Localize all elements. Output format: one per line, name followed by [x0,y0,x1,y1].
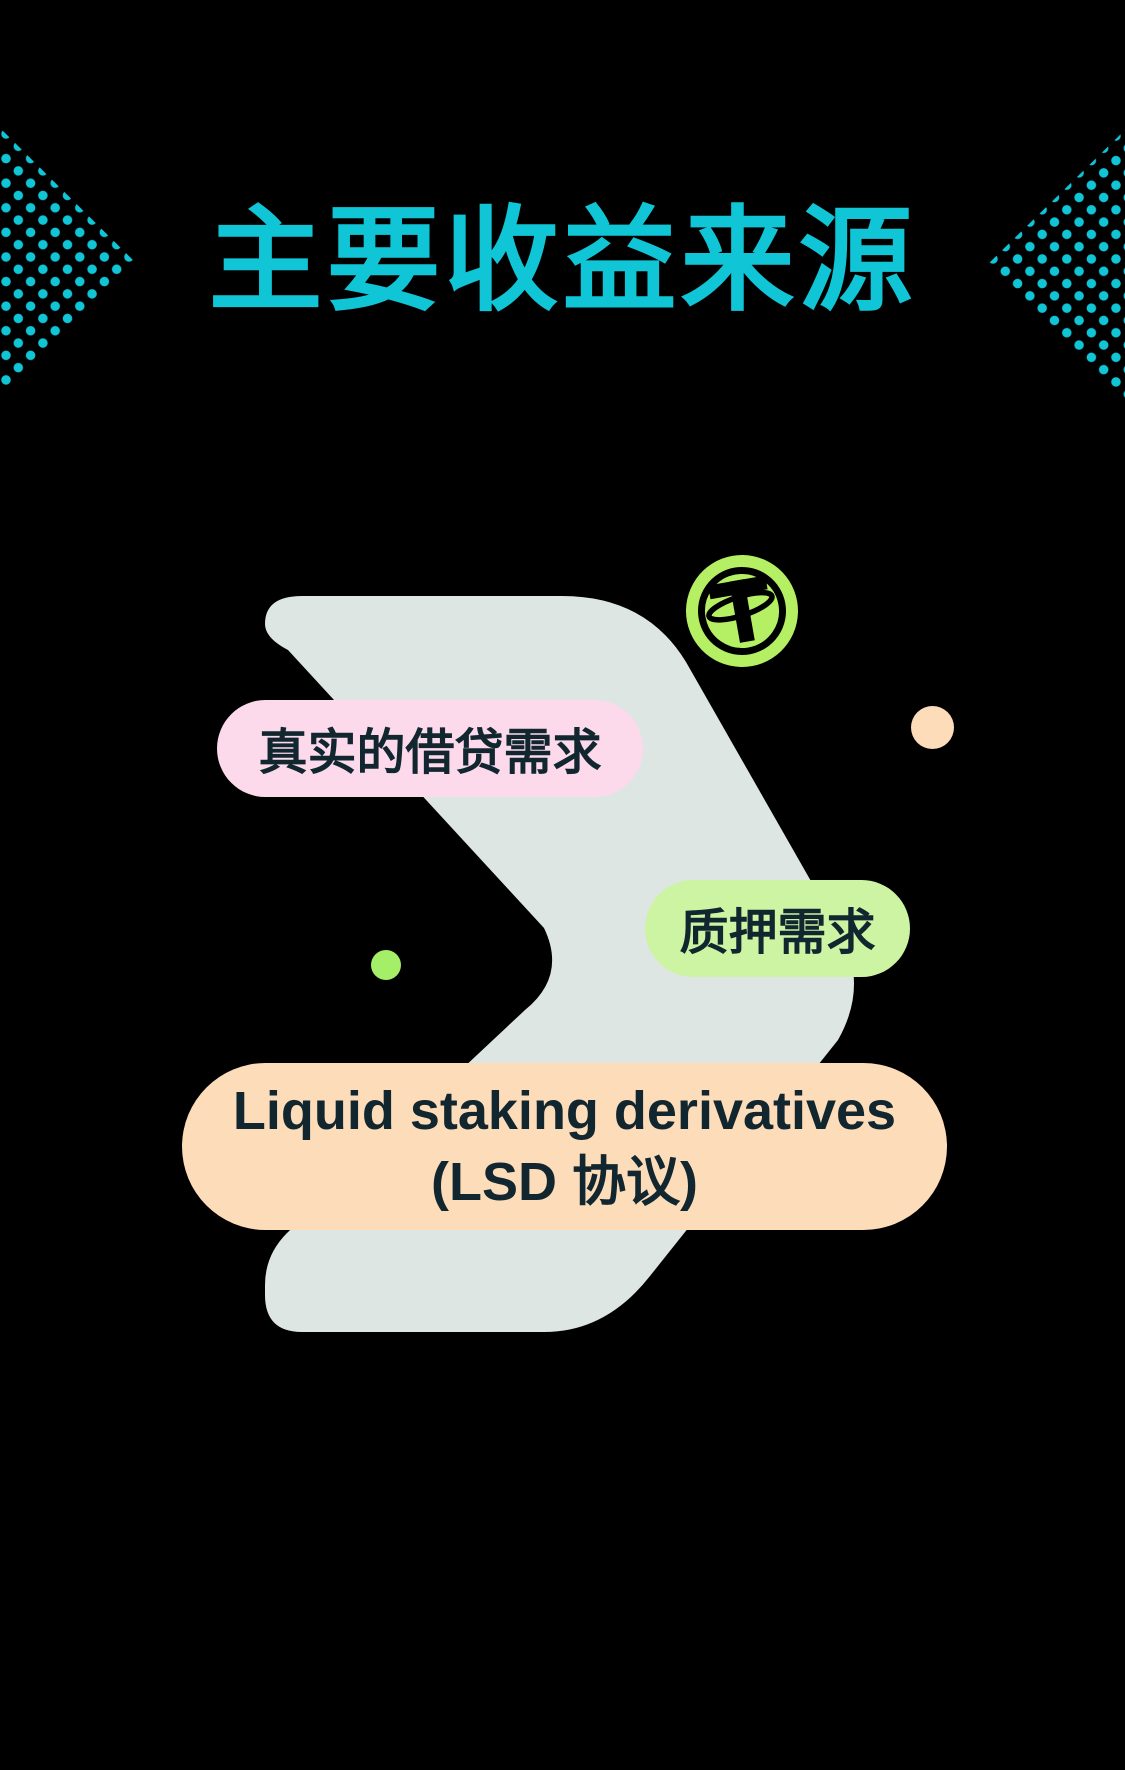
pill-lsd-protocol-line2: (LSD 协议) [431,1151,698,1212]
coin-orbit-ellipse [706,589,775,623]
pill-lsd-protocol-line1: Liquid staking derivatives [232,1081,897,1142]
tether-coin-icon [684,553,800,669]
peach-accent-dot [911,706,954,749]
page-title: 主要收益来源 [208,198,917,325]
pill-lending-demand: 真实的借贷需求 [217,700,643,797]
green-accent-dot [371,950,401,980]
pill-lsd-protocol: Liquid staking derivatives (LSD 协议) [182,1063,947,1230]
coin-ring [698,567,786,655]
pill-staking-demand-label: 质押需求 [679,906,876,960]
pill-lending-demand-label: 真实的借贷需求 [258,726,602,780]
pill-staking-demand: 质押需求 [645,880,910,977]
